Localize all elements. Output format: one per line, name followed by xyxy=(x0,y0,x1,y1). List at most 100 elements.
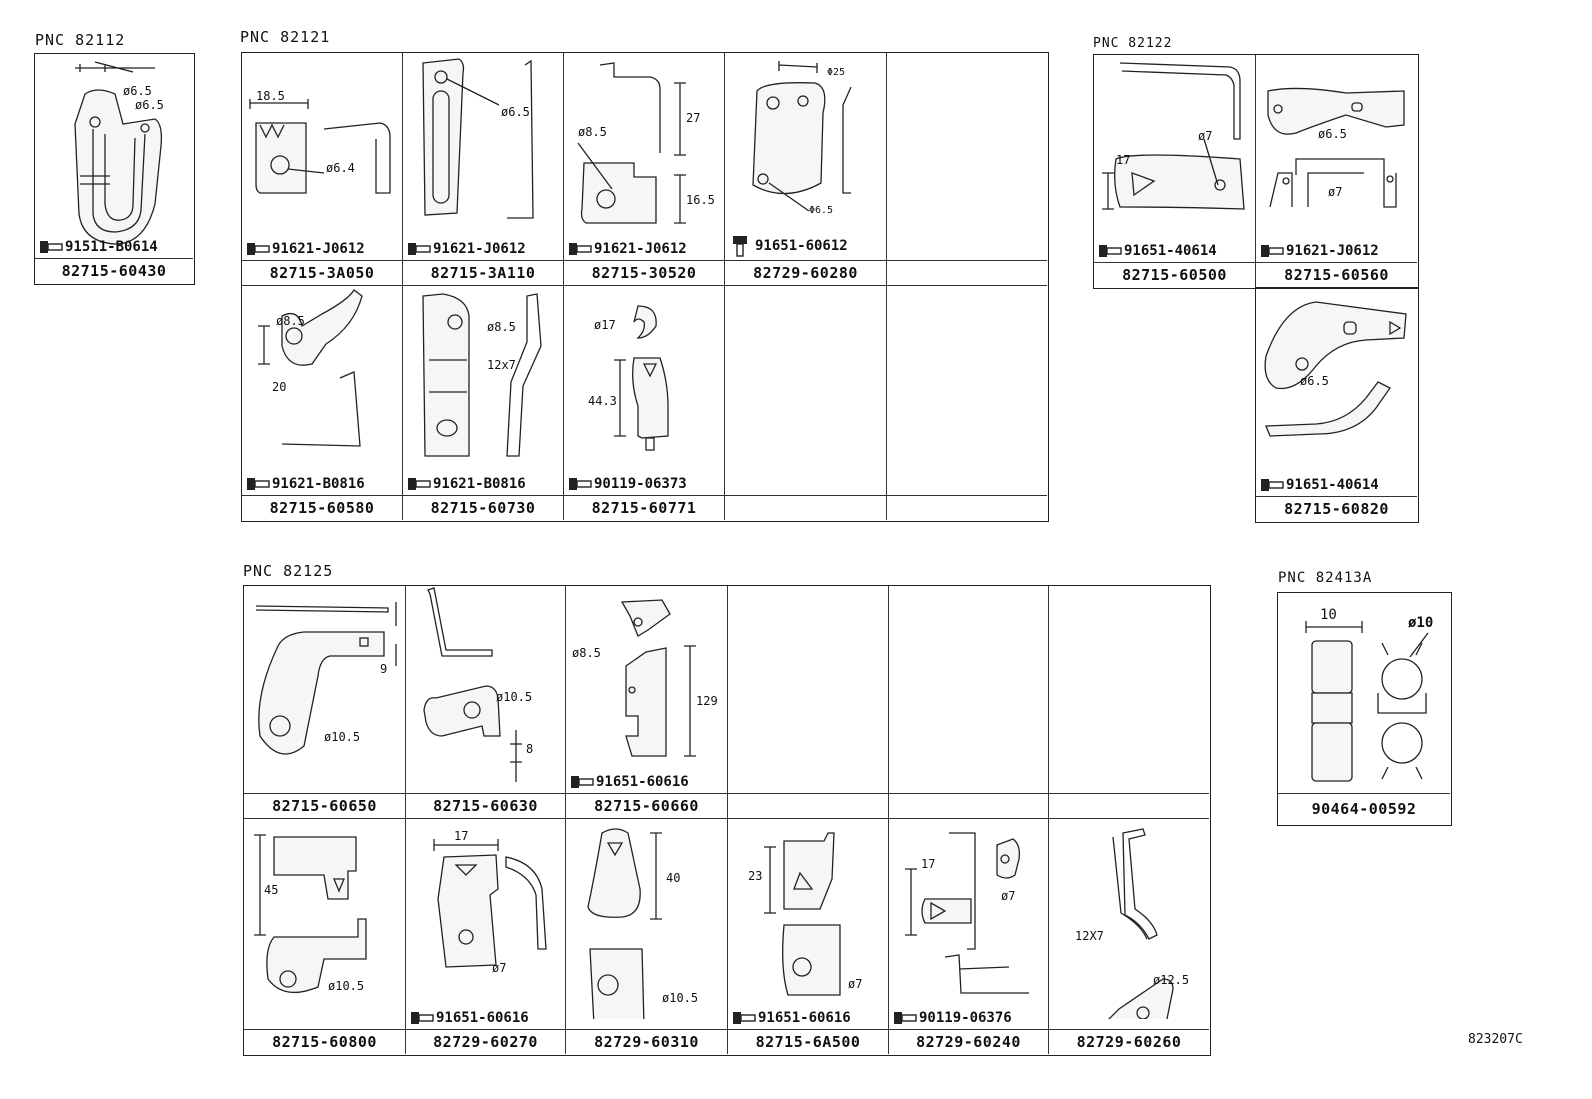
part-cell[interactable]: ø7 17 91651-40614 82715-60500 xyxy=(1094,55,1256,287)
dim-label: ø7 xyxy=(1328,185,1343,199)
part-cell[interactable]: Φ25 Φ6.5 91651-60612 82729-60280 xyxy=(725,53,887,286)
part-cell[interactable]: 18.5 ø6.4 91621-J0612 82715-3A050 xyxy=(242,53,403,286)
dim-label: ø8.5 xyxy=(276,314,305,328)
part-cell[interactable]: 10 ø10 90464-00592 xyxy=(1278,593,1450,824)
part-cell[interactable]: ø6.5 ø6.5 91511-B0614 82715-60430 xyxy=(35,54,193,283)
empty-cell xyxy=(725,286,887,520)
bracket-drawing xyxy=(74,61,163,245)
part-cell[interactable]: ø8.5 27 16.5 91621-J0612 82715-30520 xyxy=(564,53,725,286)
group-82121: 18.5 ø6.4 91621-J0612 82715-3A050 ø6.5 9… xyxy=(241,52,1049,522)
bolt-part-number[interactable]: 91621-J0612 xyxy=(433,241,526,257)
bolt-icon xyxy=(1261,245,1284,257)
bracket-drawing xyxy=(587,828,662,1019)
dim-label: 16.5 xyxy=(686,193,715,207)
part-number[interactable]: 82715-60560 xyxy=(1256,262,1417,287)
part-number[interactable]: 82715-60500 xyxy=(1094,262,1255,287)
dim-label: 18.5 xyxy=(256,89,285,103)
part-number[interactable]: 82729-60280 xyxy=(725,260,886,285)
bracket-drawing xyxy=(764,832,841,996)
part-cell[interactable]: ø6.5 ø7 91621-J0612 82715-60560 xyxy=(1256,55,1417,287)
bracket-drawing xyxy=(905,832,1029,994)
pnc-label-82112: PNC 82112 xyxy=(35,31,126,49)
bolt-part-number[interactable]: 91651-60616 xyxy=(596,774,689,790)
part-cell[interactable]: 45 ø10.5 82715-60800 xyxy=(244,819,406,1054)
bracket-drawing xyxy=(1264,301,1407,437)
bolt-part-number[interactable]: 90119-06373 xyxy=(594,476,687,492)
bracket-drawing xyxy=(423,587,522,782)
bracket-drawing xyxy=(433,839,547,968)
bolt-callout: 91621-J0612 xyxy=(1260,243,1379,259)
part-cell[interactable]: ø10.5 8 82715-60630 xyxy=(406,586,566,819)
dim-label: ø6.5 xyxy=(501,105,530,119)
bracket-drawing xyxy=(255,602,397,755)
dim-label: ø7 xyxy=(848,977,863,991)
bolt-callout: 91651-60616 xyxy=(570,774,689,790)
empty-cell xyxy=(728,586,889,819)
dim-label: ø7 xyxy=(492,961,507,975)
dim-label: 45 xyxy=(264,883,279,897)
part-number[interactable]: 82715-60820 xyxy=(1256,496,1417,521)
dim-label: ø10.5 xyxy=(328,979,365,993)
part-cell[interactable]: 17 ø7 91651-60616 82729-60270 xyxy=(406,819,566,1054)
part-cell[interactable]: 23 ø7 91651-60616 82715-6A500 xyxy=(728,819,889,1054)
part-cell[interactable]: ø17 44.3 90119-06373 82715-60771 xyxy=(564,286,725,520)
bolt-part-number[interactable]: 91651-40614 xyxy=(1124,243,1217,259)
dim-label: 17 xyxy=(921,857,936,871)
bolt-icon xyxy=(571,776,594,788)
part-cell[interactable]: ø6.5 91651-40614 82715-60820 xyxy=(1256,288,1417,521)
bolt-icon xyxy=(408,243,431,255)
part-number[interactable]: 82715-60650 xyxy=(244,793,405,818)
bracket-drawing xyxy=(254,834,367,994)
part-number[interactable]: 82715-60630 xyxy=(406,793,565,818)
bolt-part-number[interactable]: 90119-06376 xyxy=(919,1010,1012,1026)
bolt-part-number[interactable]: 91651-60612 xyxy=(755,238,848,254)
part-cell[interactable]: ø6.5 91621-J0612 82715-3A110 xyxy=(403,53,564,286)
part-cell[interactable]: ø8.5 129 91651-60616 82715-60660 xyxy=(566,586,728,819)
part-number[interactable]: 82715-3A050 xyxy=(242,260,402,285)
part-cell[interactable]: 40 ø10.5 82729-60310 xyxy=(566,819,728,1054)
dim-label: 44.3 xyxy=(588,394,617,408)
part-number[interactable]: 90464-00592 xyxy=(1278,793,1450,824)
part-number[interactable]: 82715-60430 xyxy=(35,258,193,283)
dim-label: 12X7 xyxy=(1075,929,1104,943)
group-82122: ø7 17 91651-40614 82715-60500 ø6.5 ø7 91… xyxy=(1093,54,1419,289)
part-number[interactable]: 82715-60580 xyxy=(242,495,402,520)
bolt-part-number[interactable]: 91621-J0612 xyxy=(272,241,365,257)
part-number[interactable]: 82715-6A500 xyxy=(728,1029,888,1054)
part-number[interactable]: 82715-60660 xyxy=(566,793,727,818)
part-number[interactable]: 82729-60310 xyxy=(566,1029,727,1054)
part-cell[interactable]: 12X7 ø12.5 82729-60260 xyxy=(1049,819,1209,1054)
part-number[interactable]: 82715-60800 xyxy=(244,1029,405,1054)
part-number[interactable]: 82729-60260 xyxy=(1049,1029,1209,1054)
part-cell[interactable]: ø8.5 12x7 91621-B0816 82715-60730 xyxy=(403,286,564,520)
part-cell[interactable]: ø8.5 20 91621-B0816 82715-60580 xyxy=(242,286,403,520)
bolt-part-number[interactable]: 91651-60616 xyxy=(758,1010,851,1026)
bolt-callout: 91621-J0612 xyxy=(407,241,526,257)
bolt-part-number[interactable]: 91621-B0816 xyxy=(433,476,526,492)
bolt-part-number[interactable]: 91511-B0614 xyxy=(65,239,158,255)
dim-label: ø7 xyxy=(1001,889,1016,903)
bolt-part-number[interactable]: 91621-B0816 xyxy=(272,476,365,492)
part-number xyxy=(728,793,888,818)
bolt-icon xyxy=(894,1012,917,1024)
part-cell[interactable]: 9 ø10.5 82715-60650 xyxy=(244,586,406,819)
part-number[interactable]: 82729-60240 xyxy=(889,1029,1048,1054)
dim-label: 129 xyxy=(696,694,718,708)
dim-label: ø6.4 xyxy=(326,161,355,175)
part-number xyxy=(1049,793,1209,818)
dim-label: 20 xyxy=(272,380,287,394)
part-number[interactable]: 82715-30520 xyxy=(564,260,724,285)
part-cell[interactable]: 17 ø7 90119-06376 82729-60240 xyxy=(889,819,1049,1054)
part-number[interactable]: 82729-60270 xyxy=(406,1029,565,1054)
part-number[interactable]: 82715-3A110 xyxy=(403,260,563,285)
bolt-part-number[interactable]: 91621-J0612 xyxy=(594,241,687,257)
dim-label: 9 xyxy=(380,662,388,676)
dim-label: ø8.5 xyxy=(487,320,516,334)
part-number[interactable]: 82715-60730 xyxy=(403,495,563,520)
bolt-callout: 91651-60616 xyxy=(732,1010,851,1026)
part-number[interactable]: 82715-60771 xyxy=(564,495,724,520)
bracket-drawing xyxy=(752,61,852,212)
bolt-part-number[interactable]: 91651-60616 xyxy=(436,1010,529,1026)
bolt-part-number[interactable]: 91621-J0612 xyxy=(1286,243,1379,259)
bolt-part-number[interactable]: 91651-40614 xyxy=(1286,477,1379,493)
